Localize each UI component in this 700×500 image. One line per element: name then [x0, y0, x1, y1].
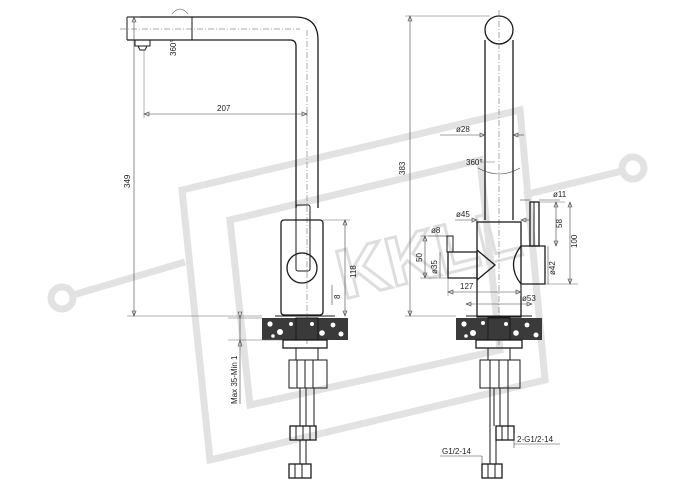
side-body-height-label: 118: [349, 265, 358, 278]
front-inlet-height-label: 50: [415, 253, 424, 262]
front-width-label: 127: [460, 282, 474, 291]
front-cartridge-diameter-label: ø42: [548, 261, 557, 275]
front-hose-thread-label: 2-G1/2-14: [517, 435, 554, 444]
side-height-label: 349: [123, 174, 132, 188]
front-inlet-diameter-label: ø8: [431, 226, 441, 235]
side-rotation-label: 360°: [169, 39, 178, 56]
front-height-label: 383: [398, 161, 407, 175]
front-inlet-body-diameter-label: ø35: [430, 260, 439, 274]
front-handle-height-label: 58: [555, 219, 564, 228]
watermark: KKLL: [47, 105, 648, 465]
front-handle-diameter-label: ø11: [553, 190, 567, 199]
side-mount-label: Max 35-Min 1: [230, 355, 239, 404]
side-reach-label: 207: [217, 104, 231, 113]
front-spout-diameter-label: ø28: [456, 125, 470, 134]
front-body-diameter-label: ø45: [456, 210, 470, 219]
watermark-text: KKLL: [328, 193, 528, 314]
front-handle-total-label: 100: [570, 234, 579, 248]
front-inlet-thread-label: G1/2-14: [442, 447, 471, 456]
side-view: 360°: [120, 8, 358, 479]
front-view: 360°: [398, 10, 579, 479]
side-offset-label: 8: [333, 294, 342, 299]
front-rotation-label: 360°: [466, 158, 483, 167]
front-base-diameter-label: ø53: [522, 294, 536, 303]
